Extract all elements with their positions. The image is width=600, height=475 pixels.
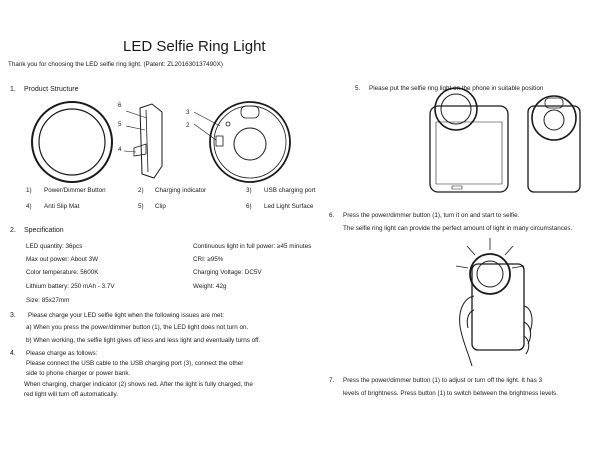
section-7-line: levels of brightness. Press button (1) t… — [343, 390, 558, 397]
section-6-body: The selfie ring light can provide the pe… — [343, 225, 573, 232]
section-6-number: 6. — [329, 212, 335, 219]
section-1-number: 1. — [10, 86, 16, 93]
section-5-number: 5. — [355, 85, 361, 92]
spec-item: Color temperature: 5600K — [26, 269, 99, 276]
spec-item: Charging Voltage: DC5V — [193, 269, 262, 276]
hand-holding-phone-illustration — [450, 236, 550, 368]
ring-light-front-view — [32, 102, 112, 182]
callout-3: 3 — [186, 109, 190, 116]
section-2-heading: Specification — [24, 227, 64, 234]
charge-condition: a) When you press the power/dimmer butto… — [26, 324, 249, 331]
ring-light-back-view — [194, 102, 290, 182]
callout-6: 6 — [118, 102, 122, 109]
hand-outline — [460, 296, 532, 366]
section-4-heading: Please charge as follows: — [26, 350, 98, 357]
spec-item: LED quantity: 36pcs — [26, 243, 83, 250]
part-label: Led Light Surface — [264, 203, 314, 210]
part-number: 2) — [138, 187, 144, 194]
charge-instruction: red light will turn off automatically. — [24, 391, 118, 398]
charge-instruction: side to phone charger or power bank. — [26, 370, 131, 377]
document-title: LED Selfie Ring Light — [123, 38, 266, 55]
section-2-number: 2. — [10, 227, 16, 234]
spec-item: CRI: ≥95% — [193, 256, 224, 263]
part-number: 5) — [138, 203, 144, 210]
part-number: 4) — [26, 203, 32, 210]
section-3-heading: Please charge your LED selfie light when… — [28, 312, 225, 319]
section-7-line: Press the power/dimmer button (1) to adj… — [343, 377, 543, 384]
section-1-heading: Product Structure — [24, 86, 79, 93]
spec-item: Size: 85x27mm — [26, 297, 70, 304]
section-4-number: 4. — [10, 350, 16, 357]
section-7-number: 7. — [329, 377, 335, 384]
product-structure-diagram — [20, 96, 300, 186]
phone-mounting-illustration — [420, 96, 590, 196]
spec-item: Max out power: About 3W — [26, 256, 99, 263]
part-number: 6) — [246, 203, 252, 210]
phone-back-view — [528, 96, 580, 192]
ring-light — [470, 254, 510, 294]
intro-text: Thank you for choosing the LED selfie ri… — [8, 61, 223, 68]
charge-condition: b) When working, the selfie light gives … — [26, 337, 261, 344]
phone-outline — [472, 264, 524, 350]
part-label: Clip — [155, 203, 166, 210]
charge-instruction: Please connect the USB cable to the USB … — [26, 360, 244, 367]
part-label: Anti Slip Mat — [44, 203, 80, 210]
callout-2: 2 — [186, 122, 190, 129]
part-label: Charging indicator — [155, 187, 207, 194]
spec-item: Lithium battery: 250 mAh - 3.7V — [26, 283, 115, 290]
callout-4: 4 — [118, 146, 122, 153]
part-number: 3) — [246, 187, 252, 194]
section-6-heading: Press the power/dimmer button (1), turn … — [343, 212, 520, 219]
part-number: 1) — [26, 187, 32, 194]
callout-5: 5 — [118, 121, 122, 128]
ring-inner — [477, 261, 503, 287]
spec-item: Weight: 42g — [193, 283, 227, 290]
part-label: USB charging port — [264, 187, 316, 194]
ring-light-side-view — [124, 104, 162, 178]
part-label: Power/Dimmer Button — [44, 187, 106, 194]
spec-item: Continuous light in full power: ≥45 minu… — [193, 243, 312, 250]
section-3-number: 3. — [10, 312, 16, 319]
phone-front-view — [430, 88, 508, 192]
charge-instruction: When charging, charger indicator (2) sho… — [24, 381, 253, 388]
